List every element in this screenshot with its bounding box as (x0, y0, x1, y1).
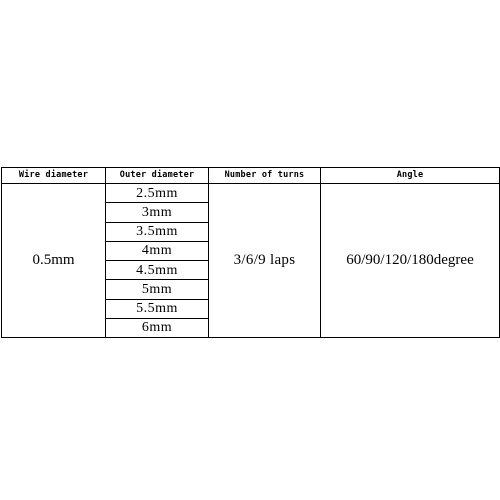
outer-diameter-value: 6mm (105, 317, 209, 339)
outer-diameter-value: 3mm (105, 202, 209, 223)
table-row: 0.5mm 2.5mm 3/6/9 laps 60/90/120/180degr… (1, 183, 500, 338)
table-row: 6mm (2, 317, 500, 339)
header-angle: Angle (320, 166, 500, 185)
table-row: 4.5mm (2, 260, 500, 281)
number-of-turns-value: 3/6/9 laps (208, 183, 321, 338)
wire-diameter-value: 0.5mm (1, 183, 106, 338)
outer-diameter-value: 3.5mm (105, 221, 209, 242)
header-outer-diameter: Outer diameter (105, 166, 209, 185)
spec-table: Wire diameter Outer diameter Number of t… (1, 166, 500, 339)
outer-diameter-value: 2.5mm (105, 183, 209, 204)
table-row: 4mm (2, 240, 500, 262)
table-row: 5mm (2, 279, 500, 300)
outer-diameter-value: 5mm (105, 279, 209, 300)
header-row: Wire diameter Outer diameter Number of t… (1, 166, 500, 185)
header-number-of-turns: Number of turns (208, 166, 321, 185)
outer-diameter-value: 4mm (105, 240, 209, 262)
outer-diameter-value: 4.5mm (105, 260, 209, 281)
angle-value: 60/90/120/180degree (320, 183, 500, 338)
outer-diameter-value: 5.5mm (105, 298, 209, 319)
header-wire-diameter: Wire diameter (1, 166, 106, 185)
